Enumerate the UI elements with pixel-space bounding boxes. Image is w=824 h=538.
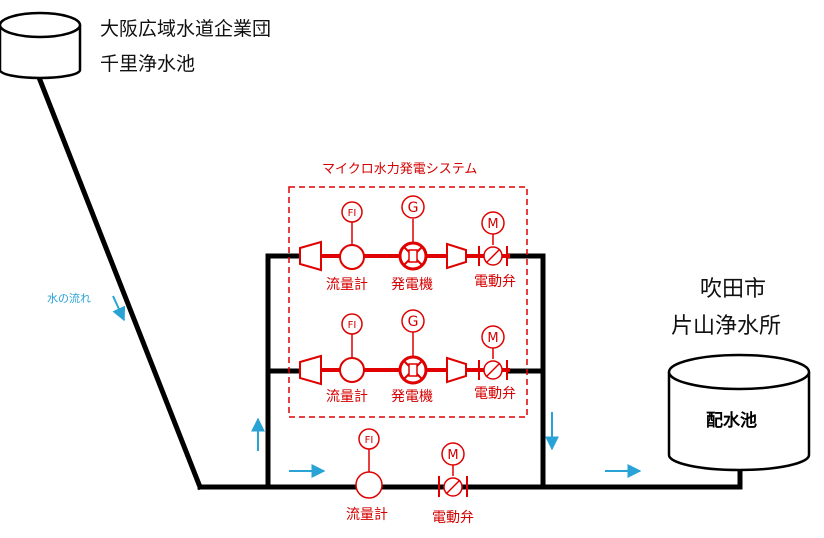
branch2-valve-label: 電動弁 <box>474 386 516 402</box>
main-pipeline <box>36 76 743 491</box>
m-tag-text: M <box>447 448 458 463</box>
turbine-generator-icon <box>398 195 428 271</box>
fi-tag-text: FI <box>365 435 374 446</box>
source-reservoir-icon <box>0 11 82 80</box>
branch1-meter-label: 流量計 <box>326 277 368 293</box>
fi-tag-text: FI <box>348 320 357 331</box>
branch1-generator-label: 発電機 <box>391 277 433 293</box>
bypass-line <box>355 428 468 499</box>
flow-label: 水の流れ <box>47 292 91 305</box>
fi-tag-text: FI <box>348 208 357 219</box>
reducer-out-icon <box>446 242 467 270</box>
generator-branch-1 <box>299 195 510 272</box>
fi-tag-icon <box>341 201 363 223</box>
destination-name-line2: 片山浄水所 <box>671 314 782 339</box>
branch1-valve-label: 電動弁 <box>474 274 516 290</box>
g-tag-text: G <box>408 200 419 216</box>
turbine-generator-icon <box>398 309 428 385</box>
system-boundary <box>288 186 528 418</box>
fi-tag-icon <box>341 313 363 335</box>
flow-arrow-diagonal <box>112 295 126 322</box>
flow-arrows <box>112 295 642 478</box>
bypass-motor-valve-icon <box>438 442 468 497</box>
distribution-reservoir-icon <box>667 353 811 472</box>
m-tag-text: M <box>487 331 498 346</box>
bypass-meter-label: 流量計 <box>346 507 388 523</box>
reservoir-label: 配水池 <box>706 411 757 431</box>
destination-name-line1: 吹田市 <box>700 277 767 302</box>
g-tag-text: G <box>408 314 419 330</box>
bypass-valve-label: 電動弁 <box>432 510 474 526</box>
fi-tag-icon <box>358 428 380 450</box>
system-title: マイクロ水力発電システム <box>322 162 478 177</box>
flow-meter-icon <box>339 244 365 270</box>
reducer-in-icon <box>299 354 322 386</box>
m-tag-text: M <box>487 217 498 232</box>
branch2-generator-label: 発電機 <box>391 389 433 405</box>
motor-valve-icon <box>478 325 508 380</box>
reducer-in-icon <box>299 240 322 272</box>
branch2-meter-label: 流量計 <box>326 389 368 405</box>
flow-meter-icon <box>339 357 365 383</box>
bypass-flow-meter-icon <box>355 471 383 499</box>
motor-valve-icon <box>478 211 508 266</box>
source-name-line1: 大阪広域水道企業団 <box>100 18 272 40</box>
reducer-out-icon <box>446 356 467 384</box>
generator-branch-2 <box>299 309 510 386</box>
source-name-line2: 千里浄水池 <box>100 53 196 75</box>
